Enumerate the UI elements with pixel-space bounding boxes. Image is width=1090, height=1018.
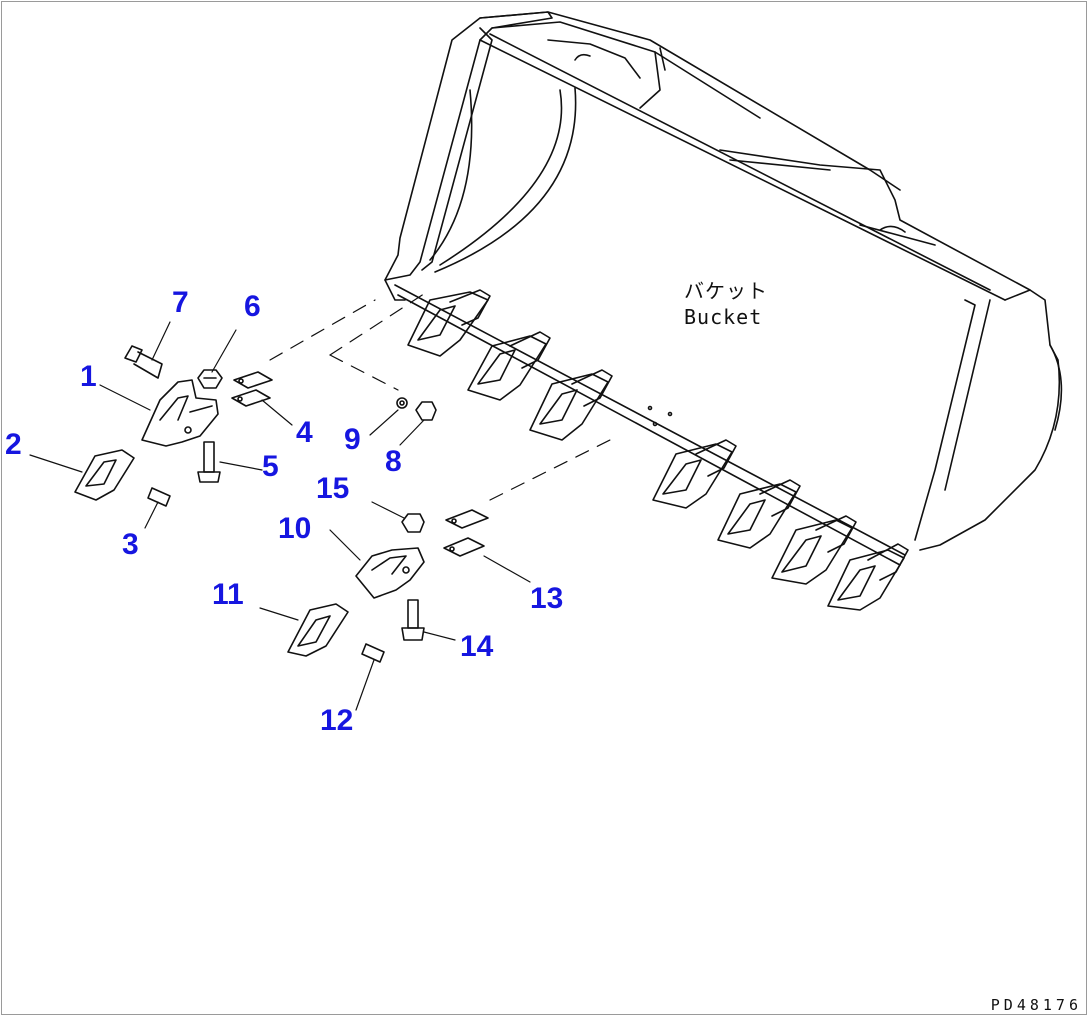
callout-14: 14 [460,630,494,663]
callout-10: 10 [278,512,312,545]
drawing-id: PD48176 [990,996,1082,1014]
bucket-label-en: Bucket [684,305,763,329]
callout-12: 12 [320,704,354,737]
callout-11: 11 [212,578,244,611]
callout-13: 13 [530,582,564,615]
leader-lines [29,289,611,711]
callout-3: 3 [122,528,139,561]
exploded-parts-upper [74,345,437,507]
callout-15: 15 [316,472,350,505]
bucket-label-jp: バケット [684,279,768,303]
callout-9: 9 [344,423,361,456]
callout-4: 4 [296,416,313,449]
callout-5: 5 [262,450,279,483]
callout-1: 1 [80,360,97,393]
callout-7: 7 [172,286,189,319]
callout-2: 2 [5,428,22,461]
callout-8: 8 [385,445,402,478]
exploded-parts-lower [287,509,489,663]
callout-6: 6 [244,290,261,323]
bucket-body [384,11,1063,566]
bucket-teeth [407,289,909,611]
